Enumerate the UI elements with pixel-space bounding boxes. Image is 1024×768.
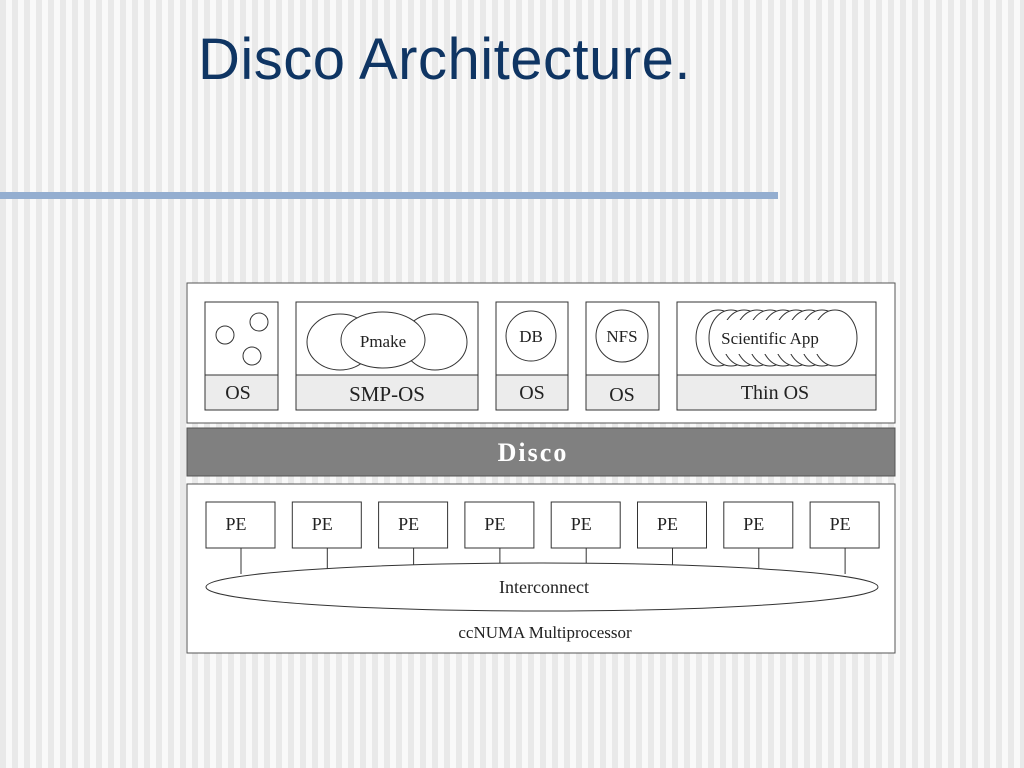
process-icon: [249, 312, 269, 332]
process-icon: [340, 311, 426, 369]
vm-module-3: DB OS: [495, 301, 569, 411]
interconnect-bus: [205, 562, 879, 612]
interconnect-label: Interconnect: [499, 577, 589, 597]
vm-module-4: NFS OS: [585, 301, 660, 411]
vm-os-label: OS: [225, 382, 251, 404]
vm-app-label: NFS: [606, 327, 637, 346]
vm-app-label: Scientific App: [721, 329, 819, 348]
process-stack-icon: [695, 309, 858, 367]
processor-row: PE PE PE PE PE PE PE PE: [205, 501, 880, 574]
vm-module-1: OS: [204, 301, 279, 411]
process-icon: [215, 325, 235, 345]
vm-os-label: Thin OS: [741, 382, 809, 404]
processor-label: PE: [571, 514, 592, 534]
processor-box: [723, 501, 794, 549]
vm-app-label: DB: [519, 327, 543, 346]
disco-monitor-label: Disco: [498, 438, 569, 467]
vm-module-5: Scientific App Thin OS: [676, 301, 877, 411]
vm-os-label: SMP-OS: [349, 382, 425, 406]
processor-label: PE: [225, 514, 246, 534]
processor-label: PE: [398, 514, 419, 534]
processor-element-1: PE: [205, 501, 276, 574]
process-icon: [242, 346, 262, 366]
processor-box: [464, 501, 535, 549]
vm-os-label: OS: [519, 382, 545, 404]
processor-box: [809, 501, 880, 549]
machine-label: ccNUMA Multiprocessor: [458, 623, 632, 642]
processor-box: [637, 501, 707, 549]
processor-element-2: PE: [291, 501, 362, 574]
processor-box: [205, 501, 276, 549]
processor-label: PE: [484, 514, 505, 534]
title-divider: [0, 192, 778, 199]
processor-element-7: PE: [723, 501, 794, 574]
processor-box: [550, 501, 621, 549]
process-icon: [505, 310, 557, 362]
processor-box: [291, 501, 362, 549]
processor-label: PE: [743, 514, 764, 534]
slide-title: Disco Architecture.: [198, 27, 692, 92]
vm-os-label: OS: [609, 384, 635, 406]
processor-box: [378, 501, 449, 549]
processor-label: PE: [830, 514, 851, 534]
processor-element-5: PE: [550, 501, 621, 574]
processor-label: PE: [312, 514, 333, 534]
vm-module-2: Pmake SMP-OS: [295, 301, 479, 411]
disco-monitor-band: [186, 427, 896, 477]
processor-label: PE: [657, 514, 678, 534]
process-icon: [595, 309, 649, 363]
processor-element-4: PE: [464, 501, 535, 574]
processor-element-6: PE: [637, 501, 707, 574]
processor-element-8: PE: [809, 501, 880, 574]
disco-architecture-diagram: OS Pmake SMP-OS DB OS NFS OS: [186, 282, 898, 663]
vm-app-label: Pmake: [360, 332, 406, 351]
